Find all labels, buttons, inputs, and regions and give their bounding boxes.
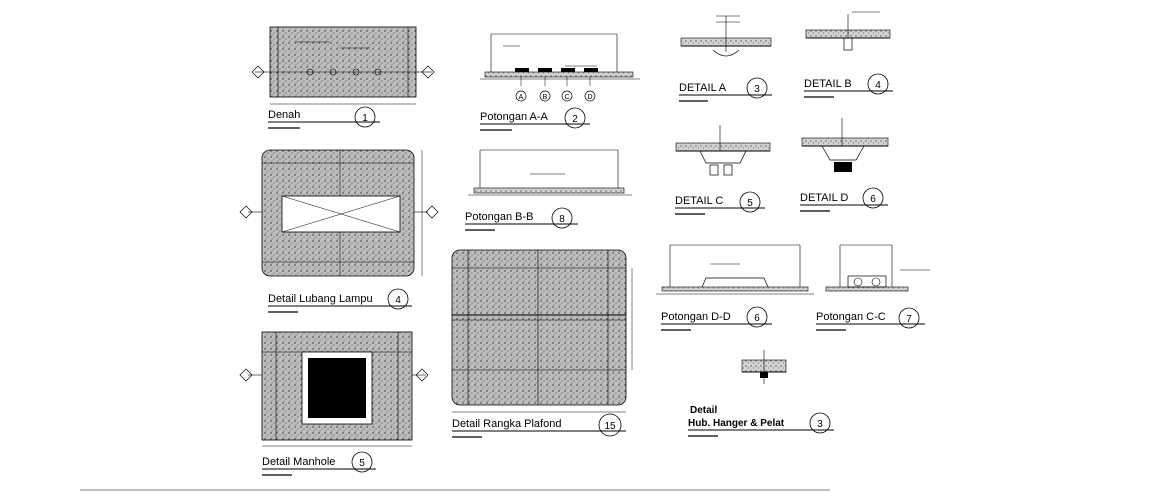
title-potongan-cc: Potongan C-C 7 xyxy=(816,307,925,331)
detail-b-drawing xyxy=(805,11,891,51)
svg-text:4: 4 xyxy=(395,295,401,306)
section-marker-c: C xyxy=(561,90,573,102)
svg-text:8: 8 xyxy=(559,214,565,225)
title-detail-d: DETAIL D 6 xyxy=(800,187,888,212)
svg-text:15: 15 xyxy=(604,421,616,432)
svg-text:3: 3 xyxy=(817,419,823,430)
svg-text:Potongan C-C: Potongan C-C xyxy=(816,311,886,323)
svg-text:Detail: Detail xyxy=(690,405,717,416)
section-aa-drawing xyxy=(480,33,640,86)
svg-text:DETAIL D: DETAIL D xyxy=(800,192,848,204)
svg-text:7: 7 xyxy=(906,314,912,325)
section-marker-b: B xyxy=(539,90,551,102)
title-denah: Denah 1 xyxy=(268,106,380,129)
title-detail-a: DETAIL A 3 xyxy=(679,77,772,102)
svg-text:Denah: Denah xyxy=(268,109,300,121)
svg-text:Hub. Hanger & Pelat: Hub. Hanger & Pelat xyxy=(688,418,785,429)
svg-text:Detail Manhole: Detail Manhole xyxy=(262,456,335,468)
title-potongan-aa: Potongan A-A 2 xyxy=(480,107,590,131)
title-detail-b: DETAIL B 4 xyxy=(804,73,893,98)
svg-text:C: C xyxy=(564,94,569,101)
svg-text:A: A xyxy=(519,94,524,101)
svg-text:D: D xyxy=(587,94,592,101)
section-bb-drawing xyxy=(468,149,632,196)
section-cc-drawing xyxy=(825,244,930,292)
svg-text:5: 5 xyxy=(747,198,753,209)
section-dd-drawing xyxy=(656,244,814,295)
svg-text:2: 2 xyxy=(572,114,578,125)
svg-text:DETAIL B: DETAIL B xyxy=(804,78,852,90)
title-manhole: Detail Manhole 5 xyxy=(262,451,376,476)
svg-text:Potongan D-D: Potongan D-D xyxy=(661,311,731,323)
title-detail-c: DETAIL C 5 xyxy=(675,191,765,215)
svg-text:B: B xyxy=(543,94,548,101)
detail-c-drawing xyxy=(675,125,771,176)
section-marker-a: A xyxy=(515,90,527,102)
svg-text:3: 3 xyxy=(754,84,760,95)
svg-text:1: 1 xyxy=(362,113,368,124)
title-rangka-plafond: Detail Rangka Plafond 15 xyxy=(452,413,626,438)
plan-denah-drawing xyxy=(251,26,435,105)
title-potongan-dd: Potongan D-D 6 xyxy=(661,306,772,331)
section-marker-d: D xyxy=(584,90,596,102)
svg-text:DETAIL C: DETAIL C xyxy=(675,195,723,207)
title-potongan-bb: Potongan B-B 8 xyxy=(465,207,578,231)
svg-text:DETAIL A: DETAIL A xyxy=(679,82,727,94)
hanger-plate-drawing xyxy=(741,350,787,384)
svg-text:Detail Rangka Plafond: Detail Rangka Plafond xyxy=(452,418,561,430)
manhole-plan-drawing xyxy=(239,331,429,447)
svg-text:6: 6 xyxy=(754,313,760,324)
light-hole-plan-drawing xyxy=(239,149,439,277)
detail-a-drawing xyxy=(680,15,772,57)
svg-text:4: 4 xyxy=(875,80,881,91)
svg-text:Detail Lubang Lampu: Detail Lubang Lampu xyxy=(268,293,373,305)
title-lubang-lampu: Detail Lubang Lampu 4 xyxy=(268,288,412,313)
svg-text:6: 6 xyxy=(870,194,876,205)
svg-text:Potongan A-A: Potongan A-A xyxy=(480,111,549,123)
svg-text:5: 5 xyxy=(359,458,365,469)
title-hanger-plate: Detail Hub. Hanger & Pelat 3 xyxy=(688,405,834,437)
svg-text:Potongan B-B: Potongan B-B xyxy=(465,211,534,223)
ceiling-frame-plan-drawing xyxy=(451,249,633,413)
detail-d-drawing xyxy=(801,118,889,172)
